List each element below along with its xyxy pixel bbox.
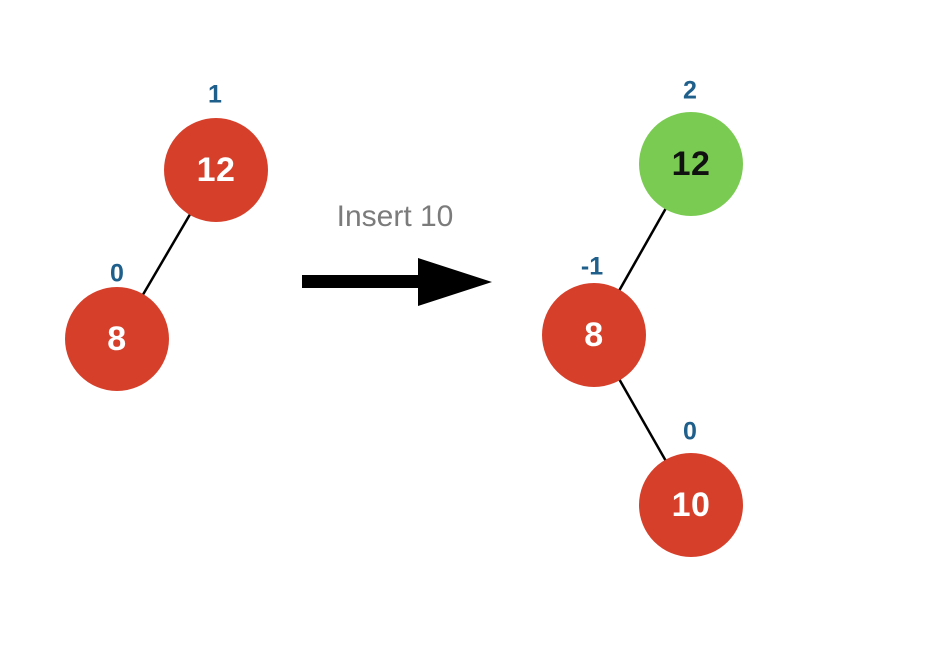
- tree-node-before-12: 12: [164, 118, 268, 222]
- tree-node-after-12: 12: [639, 112, 743, 216]
- balance-factor-label: 0: [110, 259, 124, 288]
- node-value: 12: [196, 150, 236, 189]
- node-value: 12: [671, 144, 711, 183]
- balance-factor-label: -1: [580, 252, 604, 281]
- tree-node-before-8: 8: [65, 287, 169, 391]
- tree-node-after-10: 10: [639, 453, 743, 557]
- tree-node-after-8: 8: [542, 283, 646, 387]
- right-arrow-icon: [302, 258, 492, 306]
- node-value: 10: [671, 485, 711, 524]
- node-value: 8: [107, 319, 127, 358]
- node-value: 8: [584, 315, 604, 354]
- balance-factor-label: 0: [683, 417, 697, 446]
- balance-factor-label: 2: [683, 76, 697, 105]
- insert-caption: Insert 10: [336, 200, 454, 233]
- balance-factor-label: 1: [208, 80, 222, 109]
